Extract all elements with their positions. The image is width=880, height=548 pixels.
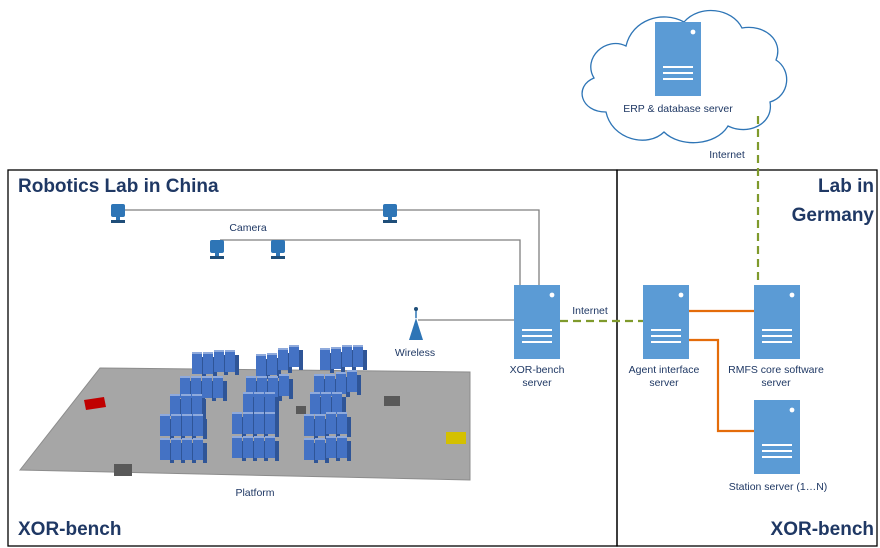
rmfs-core-server-icon — [754, 285, 800, 359]
wireless-antenna-icon — [409, 307, 423, 340]
china-bench-label: XOR-bench — [18, 519, 121, 540]
internet-label-top: Internet — [709, 149, 745, 161]
station-server-icon — [754, 400, 800, 474]
camera-wire-top — [124, 209, 540, 285]
storage-pods — [160, 345, 367, 463]
wireless-label: Wireless — [395, 347, 435, 359]
camera-icon — [111, 204, 125, 223]
robot-icon — [114, 464, 132, 476]
camera-label: Camera — [229, 222, 267, 234]
germany-lab-box — [616, 169, 878, 547]
germany-bench-label: XOR-bench — [771, 519, 874, 540]
robot-icon — [384, 396, 400, 406]
link-agent-station — [689, 338, 754, 433]
xor-bench-server-icon — [514, 285, 560, 359]
camera-icon — [271, 240, 285, 259]
station-marker-yellow — [446, 432, 466, 444]
camera-wire-mid — [220, 239, 521, 285]
germany-lab-title-line2: Germany — [792, 205, 875, 226]
station-server-label: Station server (1…N) — [729, 481, 828, 493]
xor-bench-server-label-1: XOR-bench — [510, 364, 565, 376]
china-lab-title: Robotics Lab in China — [18, 176, 219, 197]
camera-icon — [383, 204, 397, 223]
agent-interface-server-icon — [643, 285, 689, 359]
rmfs-server-label-2: server — [761, 377, 791, 389]
xor-bench-server-label-2: server — [522, 377, 552, 389]
agent-server-label-1: Agent interface — [629, 364, 700, 376]
station-marker-red — [84, 397, 106, 410]
erp-server-icon — [655, 22, 701, 96]
germany-lab-title-line1: Lab in — [818, 176, 874, 197]
platform-label: Platform — [235, 487, 274, 499]
camera-icon — [210, 240, 224, 259]
rmfs-server-label-1: RMFS core software — [728, 364, 824, 376]
agent-server-label-2: server — [649, 377, 679, 389]
internet-label-mid: Internet — [572, 305, 608, 317]
erp-server-label: ERP & database server — [623, 103, 733, 115]
robot-icon — [296, 406, 306, 414]
